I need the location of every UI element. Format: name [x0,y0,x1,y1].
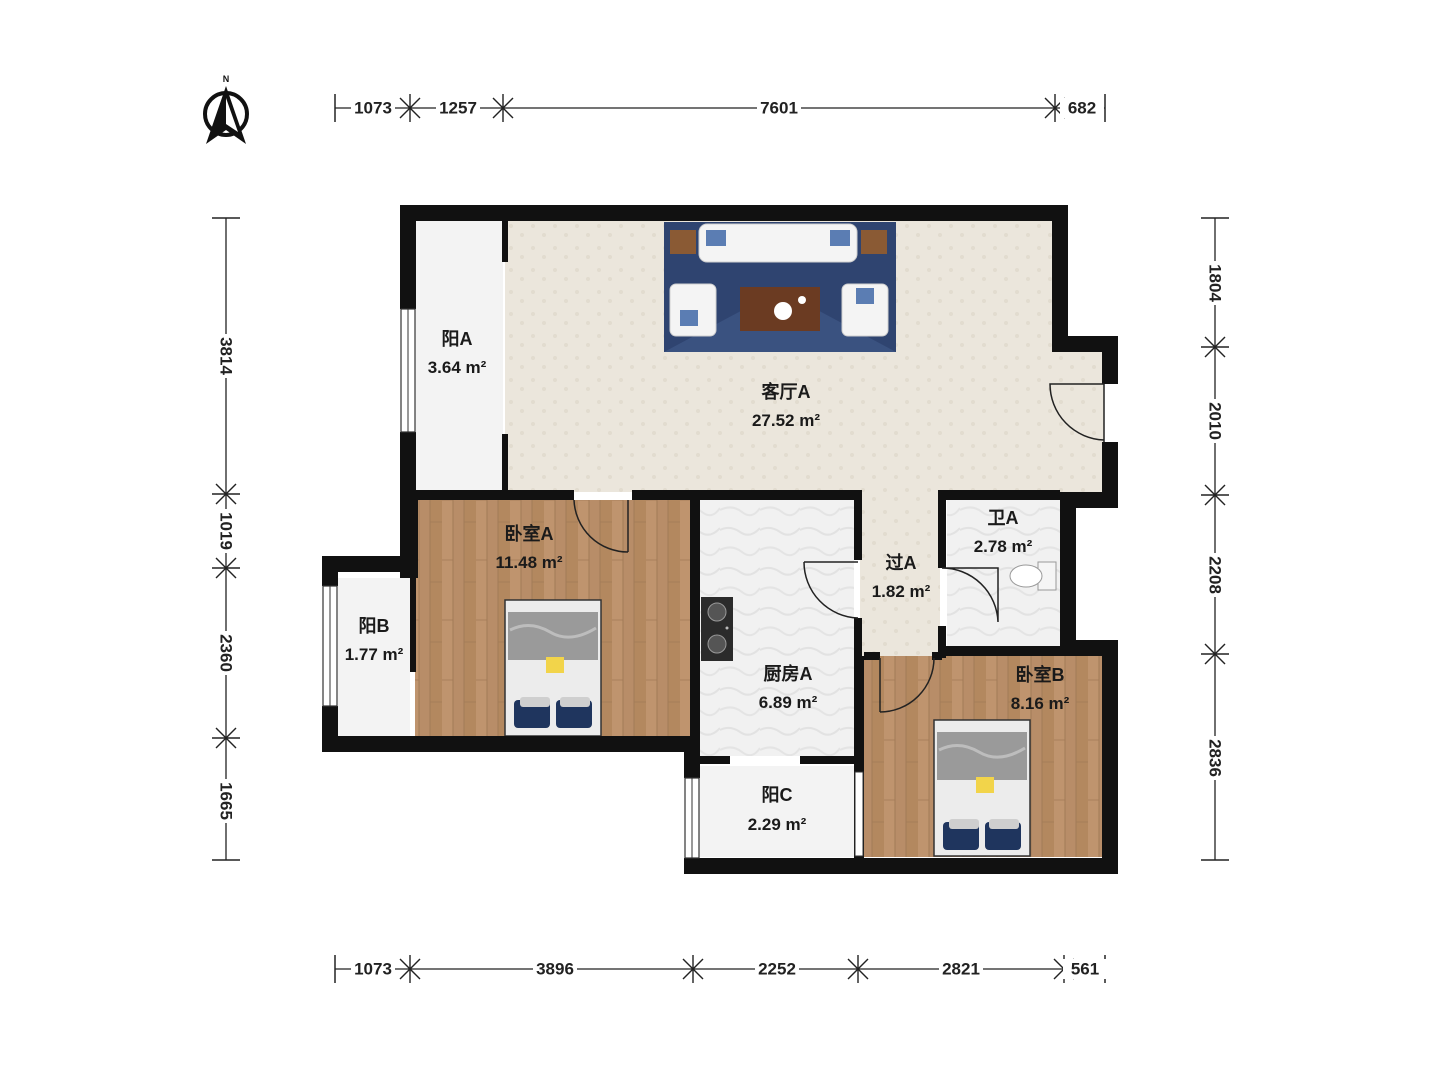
dimension-label-background [755,959,799,979]
room-name: 厨房A [764,663,813,684]
stove [701,597,733,661]
dimension-line-left: 3814 1019 2360 1665 [212,217,240,861]
room-name: 客厅A [762,381,811,402]
room-label-hall-a: 过A 1.82 m² [872,552,931,601]
dimension-label-background [939,959,983,979]
sofa [698,223,858,263]
dimension-line-right: 1804 2010 2208 2836 [1201,217,1229,861]
dimension-label: 2010 [1206,402,1225,440]
room-area: 1.82 m² [872,582,931,601]
windows [322,308,864,859]
dimension-label: 682 [1068,99,1096,118]
room-area: 2.78 m² [974,537,1033,556]
dimension-label: 561 [1071,960,1099,979]
dimension-label-background [1060,98,1104,118]
dimension-label-background [1205,261,1225,305]
dimension-label-background [1205,553,1225,597]
room-area: 6.89 m² [759,693,818,712]
room-label-balcony-b: 阳B 1.77 m² [345,616,404,664]
dimension-line-top: 1073 1257 7601 682 [334,94,1106,122]
doors [573,383,1105,713]
dimension-line-bottom: 1073 3896 2252 2821 561 [334,955,1107,983]
dimension-label: 2836 [1206,739,1225,777]
bed-a [504,599,602,737]
room-area: 2.29 m² [748,815,807,834]
room-label-bedroom-a: 卧室A 11.48 m² [495,523,562,572]
bed-b [933,719,1031,857]
room-area: 11.48 m² [495,553,562,572]
balcony-a-floor [415,220,503,492]
room-name: 阳B [359,616,390,636]
compass-icon: N [203,74,249,144]
dimension-label-background [1205,736,1225,780]
dimension-label-background [216,509,236,553]
coffee-table-vase [774,302,792,320]
armchair-pillow [856,288,874,304]
dimension-label: 1665 [217,782,236,820]
room-label-living-a: 客厅A 27.52 m² [752,381,820,430]
room-label-balcony-c: 阳C 2.29 m² [748,785,807,834]
room-label-bedroom-b: 卧室B 8.16 m² [1011,664,1070,713]
side-table [861,230,887,254]
dimension-label-background [351,98,395,118]
dimension-label: 2360 [217,634,236,672]
dimension-label: 1804 [1206,264,1225,302]
dimension-label-background [351,959,395,979]
room-name: 卫A [988,508,1019,528]
armchair-pillow [680,310,698,326]
toilet [1009,561,1057,591]
dimension-label-background [216,631,236,675]
room-name: 卧室B [1016,664,1065,685]
room-label-kitchen-a: 厨房A 6.89 m² [759,663,818,712]
dimension-label: 1257 [439,99,477,118]
room-name: 阳C [762,785,793,805]
dimension-label: 2208 [1206,556,1225,594]
balcony-c-floor [699,766,854,857]
side-table [670,230,696,254]
sofa-pillow [706,230,726,246]
room-area: 27.52 m² [752,411,820,430]
room-area: 8.16 m² [1011,694,1070,713]
room-area: 3.64 m² [428,358,487,377]
dimension-label: 3896 [536,960,574,979]
dimension-label: 1073 [354,99,392,118]
living-room-furniture [664,222,896,352]
room-label-bath-a: 卫A 2.78 m² [974,508,1033,556]
balcony-b-floor [338,578,410,736]
dimension-label-background [216,779,236,823]
compass-label: N [223,74,230,84]
room-name: 过A [886,552,917,573]
dimension-label-background [533,959,577,979]
dimension-label: 3814 [217,337,236,375]
dimension-label: 7601 [760,99,798,118]
dimension-label: 2821 [942,960,980,979]
room-label-balcony-a: 阳A 3.64 m² [428,329,487,377]
dimension-label: 1019 [217,512,236,550]
armchair [841,283,889,337]
dimension-label: 2252 [758,960,796,979]
living-room-floor-extension [1050,352,1104,492]
dimension-label-background [436,98,480,118]
coffee-table-cup [798,296,806,304]
dimension-label-background [1205,399,1225,443]
room-name: 卧室A [505,523,554,544]
dimension-label: 1073 [354,960,392,979]
sofa-pillow [830,230,850,246]
hall-floor [860,492,940,657]
dimension-label-background [216,334,236,378]
room-area: 1.77 m² [345,645,404,664]
room-name: 阳A [442,329,473,349]
dimension-label-background [757,98,801,118]
dimension-label-background [1063,959,1107,979]
walls [322,205,1118,874]
